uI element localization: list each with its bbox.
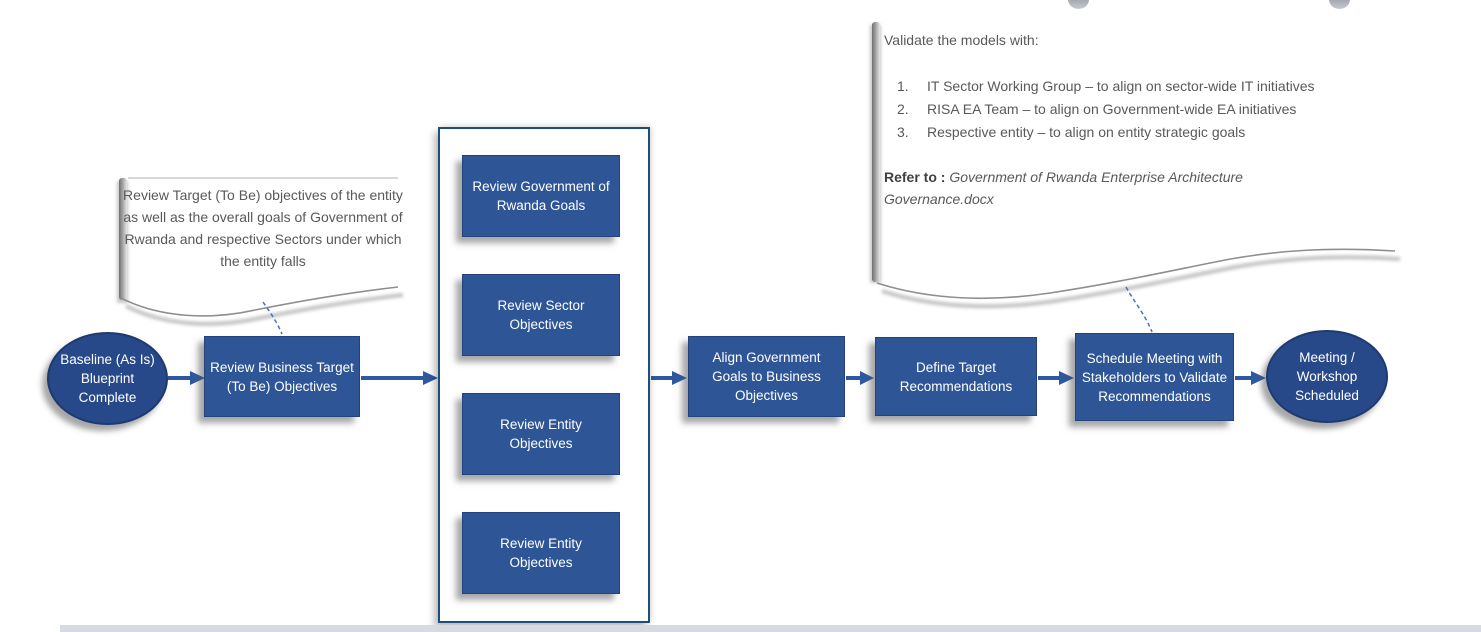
node-review-sector-objectives: Review Sector Objectives xyxy=(462,274,620,356)
node-start-baseline: Baseline (As Is) Blueprint Complete xyxy=(47,332,168,425)
refer-to-document: Government of Rwanda Enterprise Architec… xyxy=(884,169,1243,207)
right-note-intro: Validate the models with: xyxy=(884,32,1039,48)
list-number: 1. xyxy=(897,78,909,94)
refer-to-block: Refer to : Government of Rwanda Enterpri… xyxy=(884,166,1322,210)
top-knob-right xyxy=(1329,0,1350,9)
node-define-target-recommendations: Define Target Recommendations xyxy=(875,337,1037,416)
node-label: Review Business Target (To Be) Objective… xyxy=(210,359,354,394)
list-text: IT Sector Working Group – to align on se… xyxy=(927,78,1315,94)
node-review-entity-objectives-1: Review Entity Objectives xyxy=(462,393,620,475)
list-text: RISA EA Team – to align on Government-wi… xyxy=(927,101,1297,117)
right-annotation-note: Validate the models with: 1. IT Sector W… xyxy=(884,30,1364,210)
node-schedule-meeting: Schedule Meeting with Stakeholders to Va… xyxy=(1075,333,1234,421)
node-align-government-goals: Align Government Goals to Business Objec… xyxy=(688,336,845,417)
left-leader-line xyxy=(262,301,283,335)
top-knob-left xyxy=(1068,0,1089,9)
list-number: 3. xyxy=(897,124,909,140)
node-label: Schedule Meeting with Stakeholders to Va… xyxy=(1081,350,1228,404)
node-label: Meeting / Workshop Scheduled xyxy=(1295,350,1359,403)
list-number: 2. xyxy=(897,101,909,117)
list-item: 2. RISA EA Team – to align on Government… xyxy=(884,98,1364,121)
node-label: Review Sector Objectives xyxy=(497,298,585,332)
node-label: Review Government of Rwanda Goals xyxy=(472,179,610,213)
left-note-text: Review Target (To Be) objectives of the … xyxy=(123,187,403,269)
node-review-business-target: Review Business Target (To Be) Objective… xyxy=(204,336,360,417)
list-item: 1. IT Sector Working Group – to align on… xyxy=(884,75,1364,98)
node-end-meeting-scheduled: Meeting / Workshop Scheduled xyxy=(1266,330,1388,423)
node-label: Define Target Recommendations xyxy=(899,359,1013,394)
node-review-gov-rwanda-goals: Review Government of Rwanda Goals xyxy=(462,155,620,237)
node-label: Align Government Goals to Business Objec… xyxy=(712,350,821,403)
node-review-entity-objectives-2: Review Entity Objectives xyxy=(462,512,620,594)
left-annotation-note: Review Target (To Be) objectives of the … xyxy=(122,184,404,272)
list-text: Respective entity – to align on entity s… xyxy=(927,124,1246,140)
list-item: 3. Respective entity – to align on entit… xyxy=(884,121,1364,144)
node-label: Review Entity Objectives xyxy=(500,417,582,451)
review-goals-group-container: Review Government of Rwanda Goals Review… xyxy=(438,127,650,623)
horizontal-scrollbar[interactable] xyxy=(60,625,1481,632)
node-label: Review Entity Objectives xyxy=(500,536,582,570)
right-leader-line xyxy=(1125,286,1153,333)
refer-to-label: Refer to : xyxy=(884,169,946,185)
node-label: Baseline (As Is) Blueprint Complete xyxy=(60,352,155,405)
